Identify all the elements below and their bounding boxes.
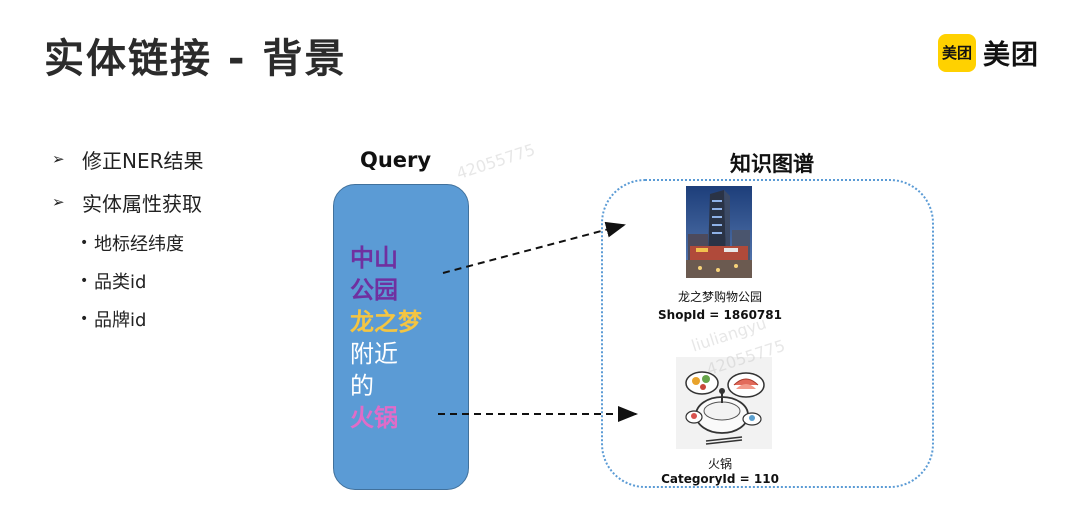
building-photo bbox=[686, 186, 752, 278]
bullet-list: ➢ 修正NER结果 ➢ 实体属性获取 • 地标经纬度 • 品类id • 品牌id bbox=[52, 144, 204, 344]
arrow-bullet-icon: ➢ bbox=[52, 150, 65, 168]
arrow-shop-link bbox=[442, 221, 626, 274]
sub-bullet-item: • 地标经纬度 bbox=[80, 230, 204, 256]
query-token: 公园 bbox=[350, 276, 398, 304]
meituan-logo: 美团 美团 bbox=[938, 33, 1039, 72]
logo-mark-icon: 美团 bbox=[938, 33, 976, 72]
sub-bullet-text: 品牌id bbox=[94, 310, 147, 331]
bullet-item: ➢ 实体属性获取 bbox=[52, 187, 204, 217]
query-token: 龙之梦 bbox=[350, 308, 422, 336]
knowledge-graph-label: 知识图谱 bbox=[730, 152, 814, 176]
category-id: CategoryId = 110 bbox=[661, 472, 779, 486]
query-token: 的 bbox=[350, 372, 374, 400]
category-name: 火锅 bbox=[707, 457, 732, 471]
shop-name: 龙之梦购物公园 bbox=[677, 290, 762, 304]
query-token: 附近 bbox=[350, 340, 398, 368]
page-title: 实体链接 - 背景 bbox=[44, 36, 347, 82]
knowledge-graph-box bbox=[601, 179, 934, 488]
sub-bullet-text: 品类id bbox=[94, 272, 147, 293]
query-token: 中山 bbox=[350, 244, 398, 272]
query-token: 火锅 bbox=[350, 404, 398, 432]
bullet-text: 实体属性获取 bbox=[82, 191, 202, 216]
dot-bullet-icon: • bbox=[80, 235, 89, 251]
bullet-item: ➢ 修正NER结果 bbox=[52, 144, 204, 174]
sub-bullet-text: 地标经纬度 bbox=[94, 234, 184, 255]
sub-bullet-item: • 品牌id bbox=[80, 306, 204, 332]
bullet-text: 修正NER结果 bbox=[82, 148, 204, 173]
shop-id: ShopId = 1860781 bbox=[658, 308, 782, 322]
sub-bullet-item: • 品类id bbox=[80, 268, 204, 294]
query-box bbox=[333, 184, 469, 490]
dot-bullet-icon: • bbox=[80, 273, 89, 289]
query-label: Query bbox=[360, 148, 432, 172]
arrow-bullet-icon: ➢ bbox=[52, 193, 65, 211]
logo-text: 美团 bbox=[983, 40, 1039, 71]
hotpot-illustration bbox=[676, 357, 772, 449]
dot-bullet-icon: • bbox=[80, 311, 89, 327]
